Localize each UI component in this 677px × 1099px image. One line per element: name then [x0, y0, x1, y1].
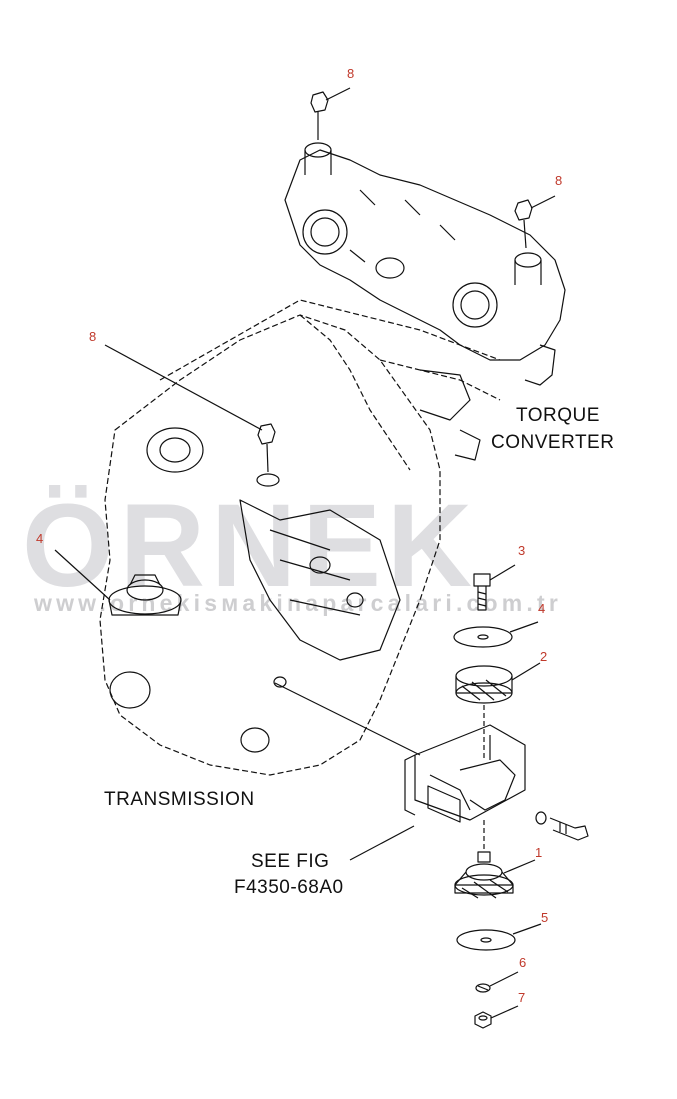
watermark-url: www.ornekisмakinaparcalari.com.tr — [34, 590, 563, 616]
washer-5 — [456, 923, 542, 951]
callout-3: 3 — [518, 543, 526, 558]
callout-7: 7 — [518, 990, 526, 1005]
label-torque: TORQUE — [516, 405, 600, 426]
callout-5: 5 — [541, 910, 549, 925]
fitting-8-left — [104, 344, 280, 487]
rubber-mount-1 — [454, 820, 536, 899]
label-see-fig: SEE FIG — [251, 851, 330, 872]
callout-8-right: 8 — [555, 173, 563, 188]
washer-4 — [453, 621, 539, 648]
mount-bracket — [274, 682, 526, 823]
rubber-mount-2 — [455, 662, 541, 760]
lock-washer-6 — [475, 971, 519, 993]
bolt-3 — [473, 564, 516, 611]
side-bolt — [535, 811, 589, 841]
transmission-housing — [99, 299, 501, 776]
callout-2: 2 — [540, 649, 548, 664]
torque-converter-housing — [284, 142, 566, 386]
callout-4-left: 4 — [36, 531, 44, 546]
nut-7 — [474, 1005, 519, 1029]
callout-1: 1 — [535, 845, 543, 860]
callout-4-right: 4 — [538, 601, 546, 616]
fitting-8-right — [514, 195, 556, 249]
fitting-8-top — [310, 87, 351, 140]
callout-8-left: 8 — [89, 329, 97, 344]
label-converter: CONVERTER — [491, 432, 615, 453]
transmission-details — [109, 369, 481, 753]
label-fig-number: F4350-68A0 — [234, 877, 344, 898]
callout-8-top: 8 — [347, 66, 355, 81]
label-transmission: TRANSMISSION — [104, 789, 255, 810]
mount-left-installed — [54, 549, 182, 616]
callout-6: 6 — [519, 955, 527, 970]
